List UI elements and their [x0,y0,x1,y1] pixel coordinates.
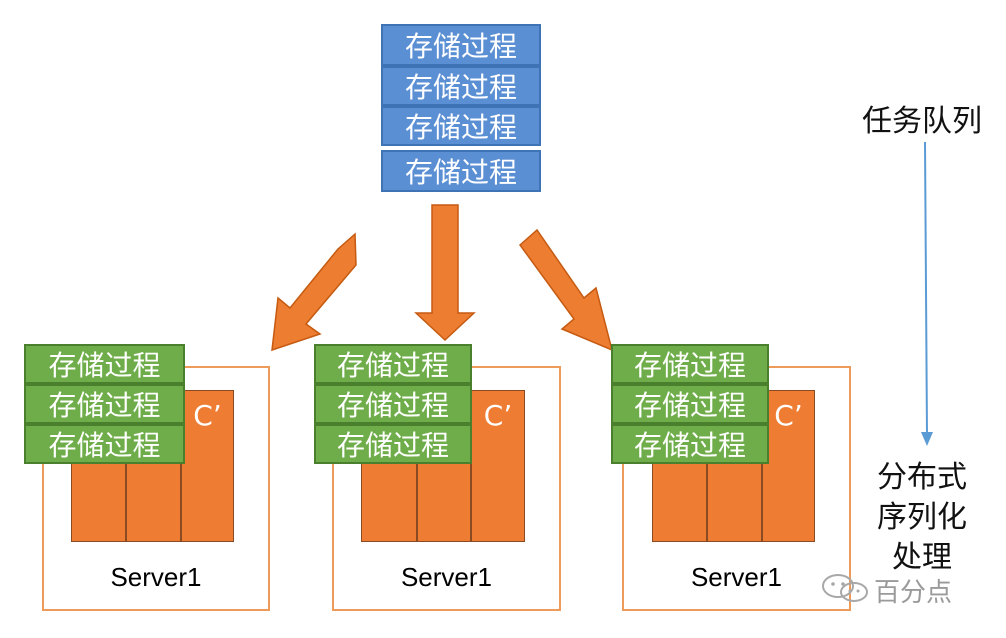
distributed-label-line1: 分布式 [877,460,967,495]
watermark-text: 百分点 [874,578,953,608]
server-label: Server1 [400,562,493,592]
left-down-arrow [271,232,357,352]
stored-proc-item: 存储过程 [314,424,472,464]
right-down-arrow [518,228,614,352]
queue-item: 存储过程 [381,24,541,66]
center-down-arrow [414,204,476,342]
server-label: Server1 [690,562,783,592]
stored-proc-item: 存储过程 [314,384,472,424]
distributed-label-line2: 序列化 [877,500,967,535]
partition: C’ [181,390,234,542]
partition: C’ [471,390,525,542]
server-label: Server1 [110,562,202,592]
stored-proc-item: 存储过程 [314,344,472,384]
stored-proc-item: 存储过程 [24,344,185,384]
queue-item: 存储过程 [381,66,541,106]
partition: C’ [762,390,815,542]
task-queue-label: 任务队列 [862,104,982,139]
stored-proc-item: 存储过程 [24,384,185,424]
stored-proc-item: 存储过程 [611,384,769,424]
distributed-label-line3: 处理 [892,540,952,575]
queue-item: 存储过程 [381,150,541,192]
stored-proc-item: 存储过程 [611,424,769,464]
wechat-logo-icon [818,570,878,606]
stored-proc-item: 存储过程 [611,344,769,384]
stored-proc-item: 存储过程 [24,424,185,464]
queue-item: 存储过程 [381,106,541,146]
queue-flow-arrow [921,141,933,446]
